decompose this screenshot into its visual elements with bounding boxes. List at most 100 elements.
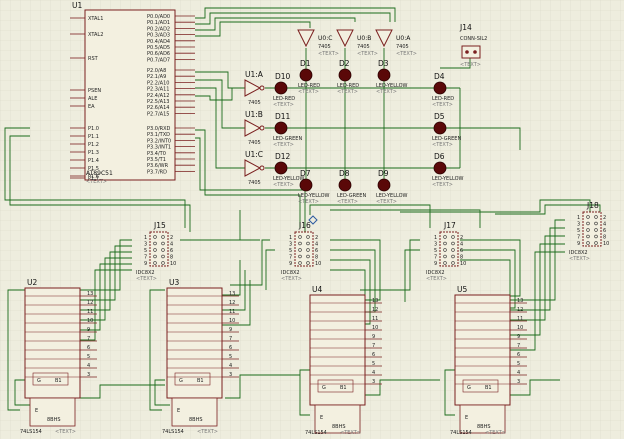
header-pin-num: 6 <box>603 228 606 234</box>
power-connector-j14[interactable]: J14 CONN-SIL2 <TEXT> <box>459 23 487 68</box>
decoder-pin-num: 7 <box>87 336 90 342</box>
led-body <box>299 68 313 82</box>
header-pin-num: 2 <box>170 235 173 241</box>
buffer-ref: U1:B <box>245 110 263 119</box>
header-pin-num: 3 <box>577 222 580 228</box>
header-pin-num: 4 <box>460 242 463 248</box>
buffer-u0-c[interactable]: U0:C 7405 <TEXT> <box>297 29 339 57</box>
buffer-u1-c[interactable]: U1:C 7405 <box>244 150 265 186</box>
buffer-u1-a[interactable]: U1:A 7405 <box>244 70 265 106</box>
header-pin <box>161 241 165 246</box>
header-pin-num: 9 <box>434 261 437 267</box>
header-pin-num: 5 <box>144 248 147 254</box>
header-pin <box>306 241 310 246</box>
decoder-pin-num: 12 <box>517 307 523 313</box>
led-ref: D7 <box>300 169 311 178</box>
decoder-sub-block <box>32 372 69 386</box>
led-part: LED-GREEN <box>432 136 461 142</box>
led-ref: D4 <box>434 72 445 81</box>
header-pin <box>306 235 310 239</box>
led-body <box>433 121 447 135</box>
header-pin-num: 1 <box>289 235 292 241</box>
led-body <box>338 178 352 192</box>
decoder-pin-num: 7 <box>229 336 232 342</box>
mcu-pin-label: ALE <box>88 96 97 102</box>
header-pin-num: 7 <box>434 255 437 261</box>
decoder-sub-pin: G <box>322 385 326 391</box>
header-pin-num: 10 <box>460 261 466 267</box>
mcu-pin-label: P1.5 <box>88 166 99 172</box>
buffer-u0-b[interactable]: U0:B 7405 <TEXT> <box>336 29 378 57</box>
header-pin-num: 7 <box>144 255 147 261</box>
mcu-pin-label: P0.7/AD7 <box>147 57 170 63</box>
decoder-pin-num: 13 <box>87 291 93 297</box>
mcu-pin-label: P3.6/WR <box>147 163 169 169</box>
decoder-counter-label: 8BHS <box>332 424 346 430</box>
buffer-u0-a[interactable]: U0:A 7405 <TEXT> <box>375 29 417 57</box>
decoder-pin-num: 7 <box>517 343 520 349</box>
led-text: <TEXT> <box>337 199 358 205</box>
header-pin <box>451 254 455 259</box>
net-junction-marker[interactable] <box>308 215 318 225</box>
led-part: LED-YELLOW <box>273 176 305 182</box>
mcu-pin-label: P3.4/T0 <box>147 151 166 157</box>
header-pin-num: 1 <box>144 235 147 241</box>
buffer-ref: U0:B <box>357 35 371 42</box>
decoder-enable-label: E <box>177 408 180 414</box>
header-text: <TEXT> <box>569 256 590 262</box>
decoder-enable-label: E <box>320 415 323 421</box>
decoder-pin-num: 7 <box>372 343 375 349</box>
decoder-pin-num: 11 <box>517 316 523 322</box>
header-pin-num: 8 <box>170 255 173 261</box>
header-pin <box>451 261 455 265</box>
mcu-right-pin-group: P0.0/AD0P0.1/AD1P0.2/AD2P0.3/AD3P0.4/AD4… <box>147 14 195 175</box>
decoder-sub-pin: B1 <box>197 378 204 384</box>
led-body <box>433 81 447 95</box>
decoder-text: <TEXT> <box>55 429 76 435</box>
decoder-sub-pin: G <box>467 385 471 391</box>
decoder-pin-num: 5 <box>87 354 90 360</box>
mcu-pin-label: P3.1/TXD <box>147 132 170 138</box>
led-body <box>338 68 352 82</box>
decoder-pin-num: 12 <box>229 300 235 306</box>
led-ref: D6 <box>434 152 445 161</box>
led-body <box>299 178 313 192</box>
header-pin <box>451 235 455 239</box>
mcu-pin-label: P0.3/AD3 <box>147 33 170 39</box>
led-text: <TEXT> <box>273 182 294 188</box>
buffer-u1-b[interactable]: U1:B 7405 <box>244 110 265 146</box>
decoder-sub-pin: B1 <box>340 385 347 391</box>
header-pin-num: 6 <box>315 248 318 254</box>
buffer-text: <TEXT> <box>357 51 378 57</box>
header-pin <box>153 241 157 246</box>
mcu-pin-label: P2.4/A12 <box>147 93 169 99</box>
decoder-counter-block <box>459 404 506 434</box>
decoder-pin-num: 12 <box>87 300 93 306</box>
decoder-part: 74LS154 <box>162 429 184 435</box>
decoder-pin-num: 11 <box>372 316 378 322</box>
mcu-u1[interactable]: U1 AT89C51 <TEXT> XTAL1XTAL2RSTPSENALEEA… <box>70 1 195 185</box>
header-pin-num: 2 <box>315 235 318 241</box>
